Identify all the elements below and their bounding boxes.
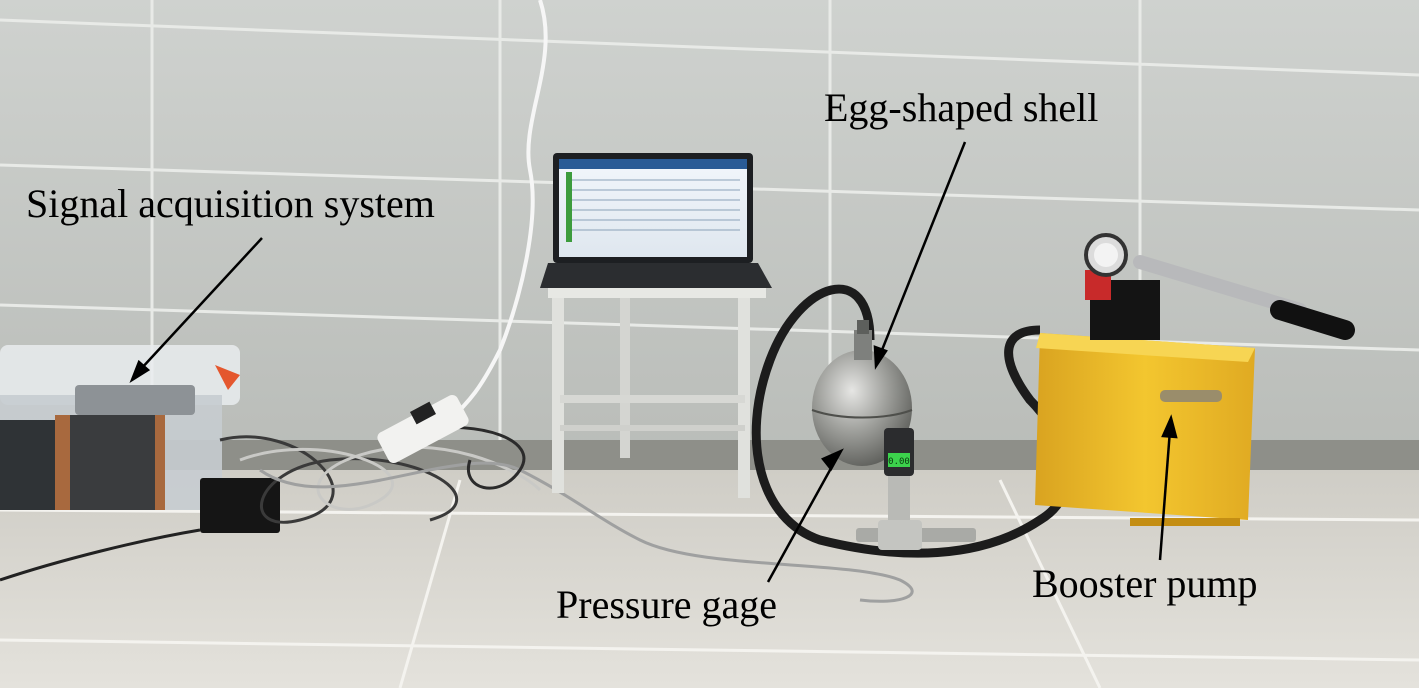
booster-pump-label: Booster pump [1032, 561, 1258, 606]
power-adapter [200, 478, 280, 533]
pressure-gage: 0.00 [856, 428, 976, 550]
annotation-arrows [129, 141, 1178, 583]
signal-acquisition-box [0, 345, 240, 510]
pressure-hose [751, 284, 1072, 558]
cables [0, 425, 914, 603]
power-strip [377, 394, 469, 464]
egg-shaped-shell-label: Egg-shaped shell [824, 85, 1099, 130]
booster-pump [1035, 233, 1355, 526]
pressure-gage-label: Pressure gage [556, 582, 778, 627]
gauge-display: 0.00 [888, 457, 910, 467]
laptop [540, 153, 772, 288]
signal-acquisition-label: Signal acquisition system [26, 181, 435, 226]
wall-cable [448, 0, 548, 422]
